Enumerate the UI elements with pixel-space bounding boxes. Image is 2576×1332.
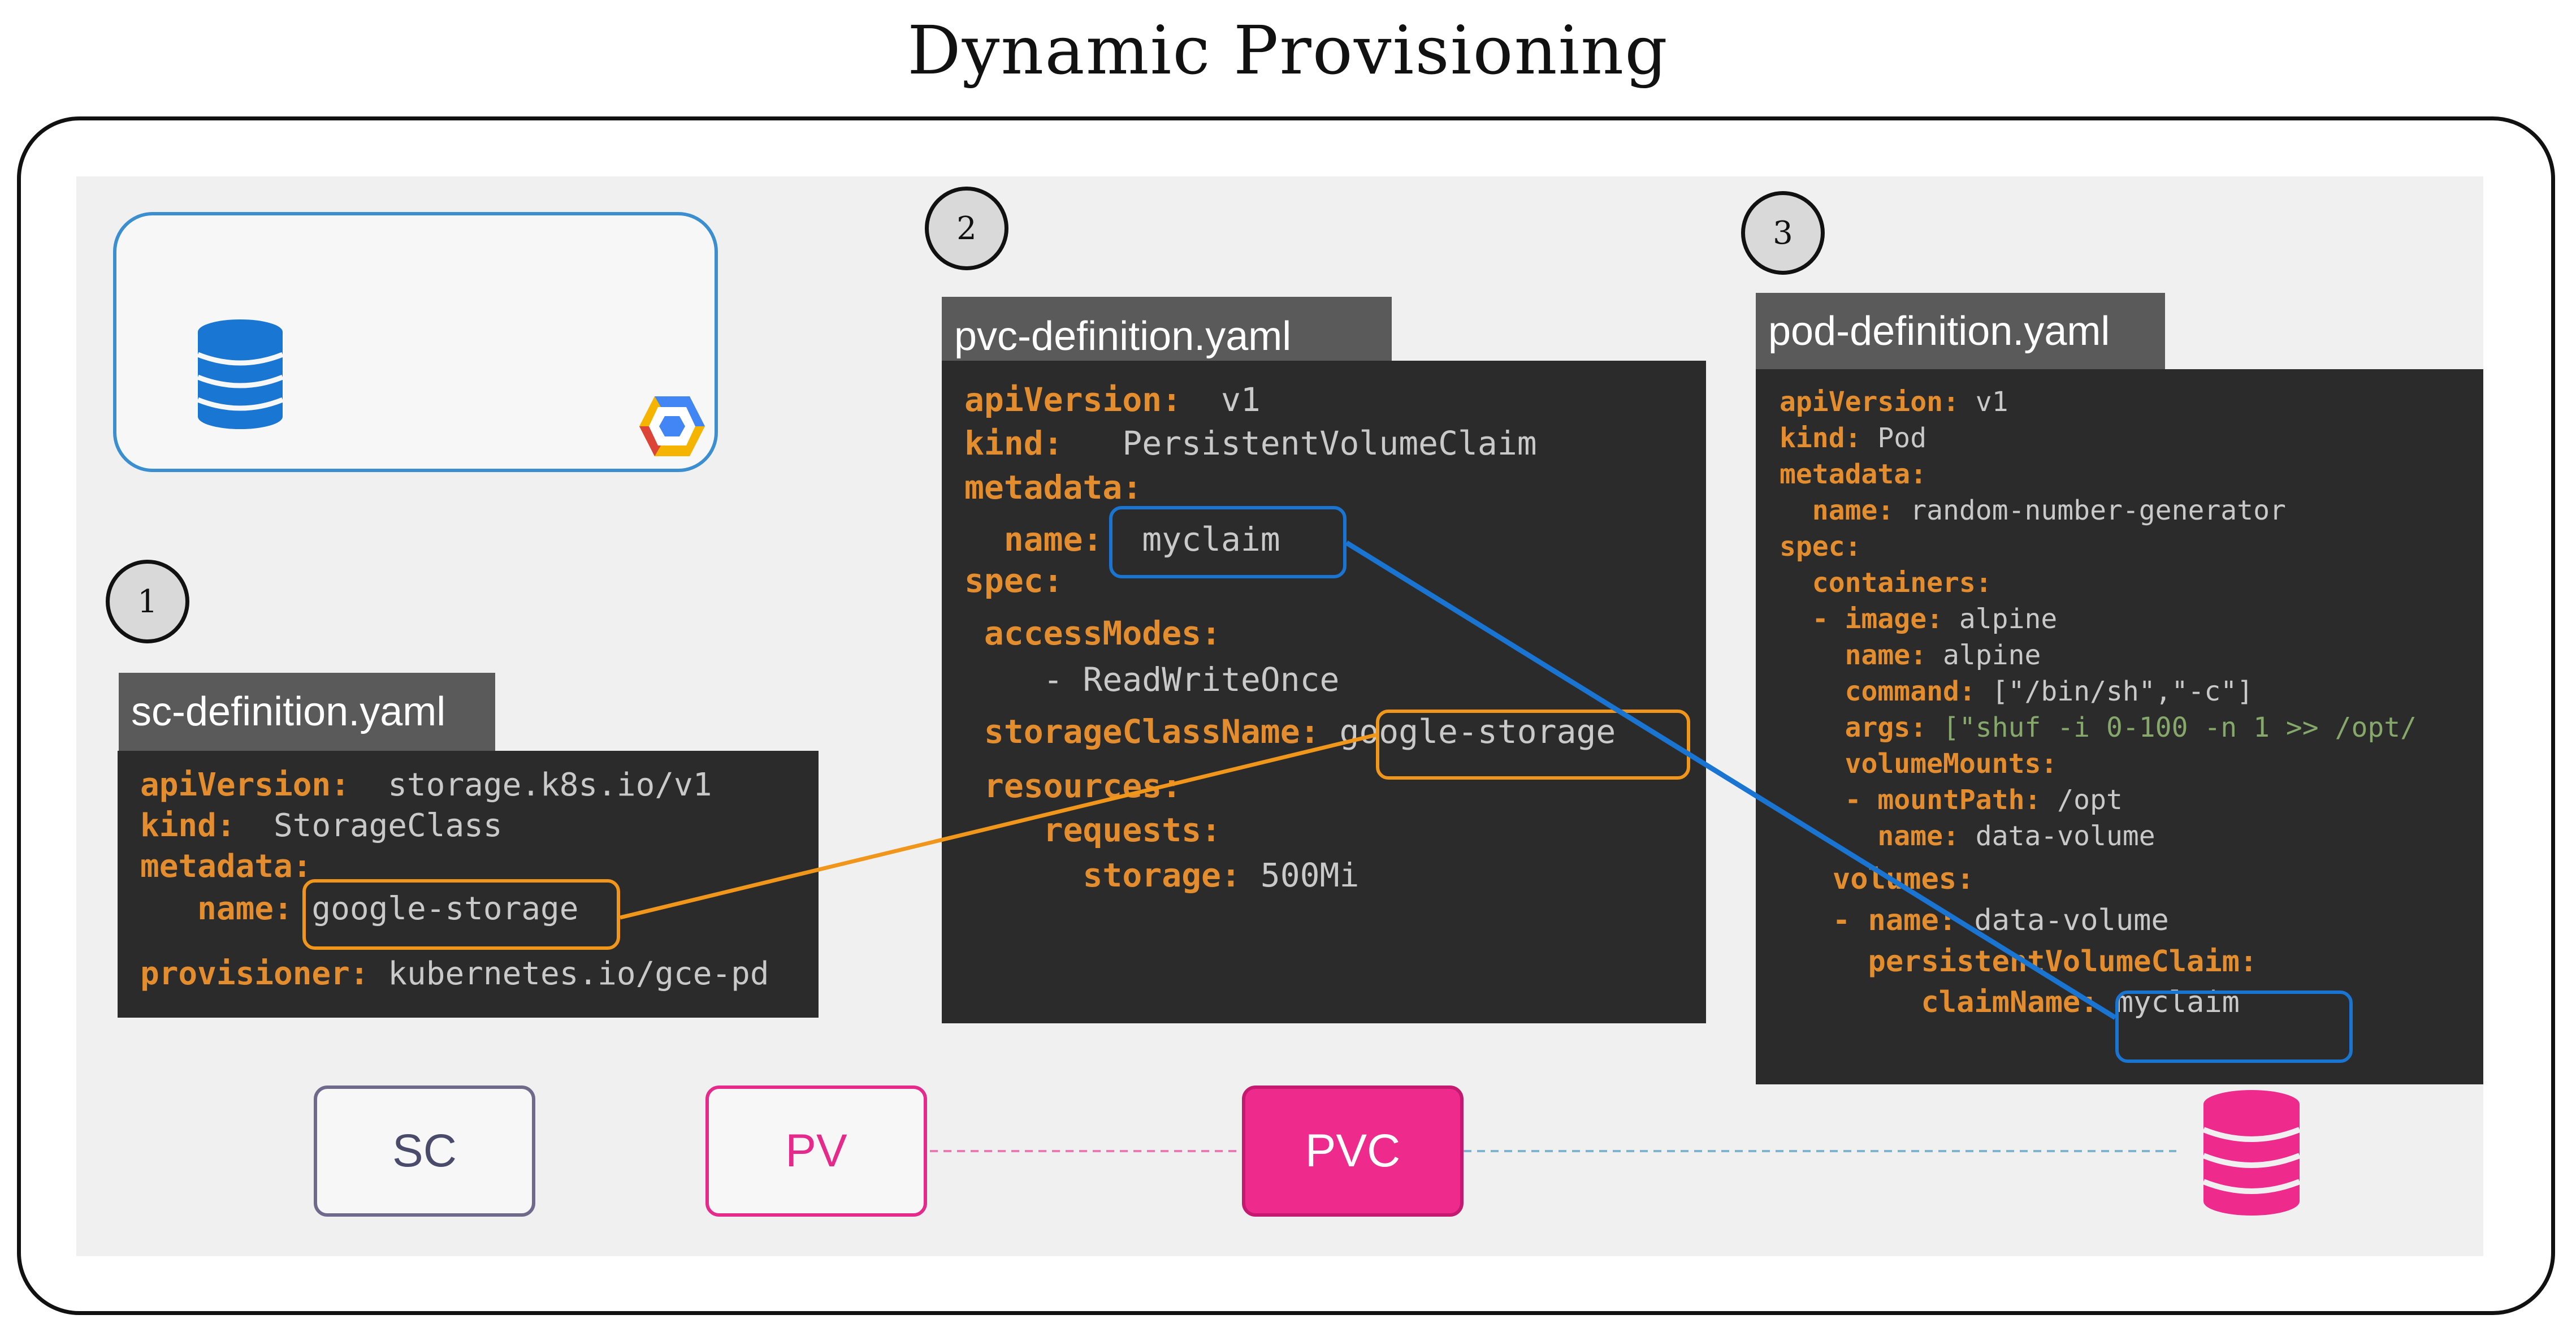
code-line: kind: PersistentVolumeClaim (964, 424, 1537, 462)
code-line: name: myclaim (964, 520, 1280, 559)
code-line: persistentVolumeClaim: (1780, 945, 2258, 979)
code-line: containers: (1780, 567, 1992, 599)
step-badge-3: 3 (1741, 191, 1825, 275)
pvc-pill: PVC (1242, 1086, 1464, 1217)
code-line: metadata: (964, 468, 1142, 507)
code-line: - name: data-volume (1780, 903, 2169, 937)
code-line: name: alpine (1780, 639, 2041, 671)
code-line: accessModes: (964, 614, 1221, 652)
code-line: kind: StorageClass (140, 807, 503, 844)
code-line: args: ["shuf -i 0-100 -n 1 >> /opt/ (1780, 712, 2417, 743)
code-line: apiVersion: storage.k8s.io/v1 (140, 767, 712, 803)
code-line: - mountPath: /opt (1780, 784, 2123, 816)
code-line: name: google-storage (140, 890, 579, 927)
google-cloud-icon (639, 396, 705, 456)
diagram-title: Dynamic Provisioning (907, 11, 1669, 89)
code-line: volumes: (1780, 862, 1975, 896)
code-line: resources: (964, 767, 1182, 805)
pvc-to-pod-connector (1345, 540, 2117, 1020)
code-line: name: data-volume (1780, 820, 2155, 852)
code-line: metadata: (140, 848, 312, 885)
code-line: volumeMounts: (1780, 748, 2058, 780)
code-line: spec: (964, 561, 1063, 600)
database-icon (198, 319, 283, 429)
step-badge-2: 2 (925, 187, 1008, 270)
code-line: command: ["/bin/sh","-c"] (1780, 676, 2254, 707)
pod-file-label: pod-definition.yaml (1756, 293, 2165, 369)
outer-frame (17, 116, 2555, 1315)
pod-claimname-highlight (2115, 991, 2353, 1063)
pvc-name-highlight (1109, 506, 1347, 578)
database-icon (2203, 1090, 2300, 1216)
code-line: spec: (1780, 531, 1861, 563)
sc-name-highlight (302, 879, 620, 950)
code-line: - ReadWriteOnce (964, 660, 1340, 699)
sc-code-block: apiVersion: storage.k8s.io/v1 kind: Stor… (118, 751, 819, 1018)
pvc-code-block: apiVersion: v1 kind: PersistentVolumeCla… (942, 361, 1706, 1023)
code-line: apiVersion: v1 (964, 380, 1261, 419)
step-badge-1: 1 (106, 560, 189, 643)
sc-pill: SC (314, 1086, 535, 1217)
code-line: name: random-number-generator (1780, 495, 2286, 526)
code-line: metadata: (1780, 459, 1927, 490)
pv-pill: PV (705, 1086, 927, 1217)
pod-code-block: apiVersion: v1 kind: Pod metadata: name:… (1756, 369, 2483, 1084)
sc-to-pvc-connector (620, 733, 1376, 920)
code-line: provisioner: kubernetes.io/gce-pd (140, 955, 769, 992)
pvc-storageclass-highlight (1376, 710, 1690, 780)
sc-file-label: sc-definition.yaml (119, 673, 495, 751)
code-line: apiVersion: v1 (1780, 386, 2008, 418)
code-line: - image: alpine (1780, 603, 2058, 635)
code-line: storage: 500Mi (964, 856, 1360, 894)
code-line: requests: (964, 811, 1221, 849)
code-line: kind: Pod (1780, 422, 1927, 454)
